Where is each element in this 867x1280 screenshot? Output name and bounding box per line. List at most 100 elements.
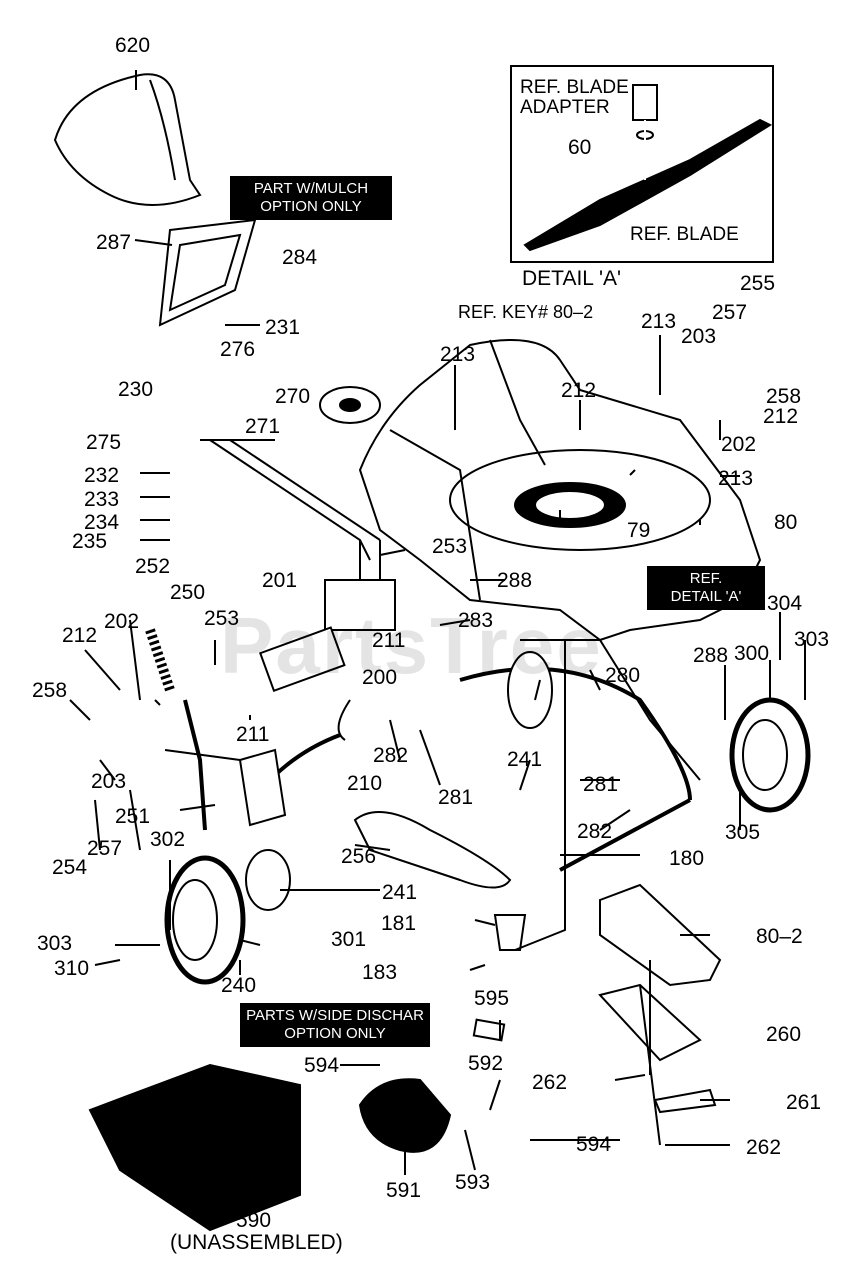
part-label: 595 — [474, 987, 510, 1010]
mulch-option-callout: PART W/MULCH OPTION ONLY — [230, 176, 392, 220]
part-label: 301 — [331, 928, 367, 951]
part-label: 80 — [774, 511, 798, 534]
part-label: 257 — [87, 837, 123, 860]
ref-blade-adapter-label-1: REF. BLADE — [520, 77, 629, 98]
part-label: 79 — [627, 519, 651, 542]
plate-80-2-shape — [599, 883, 722, 987]
ref-detail-line-1: REF. — [689, 570, 723, 587]
part-label: 211 — [236, 723, 270, 746]
part-label: 203 — [681, 325, 717, 348]
blade-detail — [523, 84, 773, 252]
part-label: 183 — [362, 961, 398, 984]
part-label: 590 — [236, 1209, 272, 1232]
part-255-label: 255 — [740, 272, 776, 295]
mulch-door-shape — [158, 218, 257, 327]
detail-a-frame — [510, 65, 774, 263]
part-label: 283 — [458, 609, 494, 632]
part-label: 202 — [104, 610, 140, 633]
part-label: 592 — [468, 1052, 504, 1075]
part-label: 250 — [170, 581, 206, 604]
part-label: 253 — [432, 535, 468, 558]
detail-a-title: DETAIL 'A' — [522, 267, 622, 290]
part-label: 210 — [347, 772, 383, 795]
part-label: 241 — [382, 881, 418, 904]
part-label: 262 — [532, 1071, 568, 1094]
part-label: 287 — [96, 231, 132, 254]
ref-detail-a-callout: REF. DETAIL 'A' — [647, 566, 765, 610]
mulch-option-line-2: OPTION ONLY — [260, 198, 362, 215]
part-label: 591 — [386, 1179, 422, 1202]
part-label: 200 — [362, 666, 398, 689]
part-60-label: 60 — [568, 136, 592, 159]
part-label: 212 — [62, 624, 98, 647]
part-label: 251 — [115, 805, 151, 828]
side-chute-shape — [88, 1063, 301, 1232]
part-label: 281 — [438, 786, 474, 809]
part-label: 240 — [221, 974, 257, 997]
part-label: 304 — [767, 592, 803, 615]
part-label: 252 — [135, 555, 171, 578]
part-label: 232 — [84, 464, 120, 487]
side-discharge-callout: PARTS W/SIDE DISCHAR OPTION ONLY — [240, 1003, 430, 1047]
ref-key-label: REF. KEY# 80–2 — [458, 302, 594, 322]
part-label: 300 — [734, 642, 770, 665]
part-label: 282 — [577, 820, 613, 843]
part-label: 281 — [583, 773, 619, 796]
part-label: 270 — [275, 385, 311, 408]
part-label: 211 — [372, 629, 406, 652]
part-label: 262 — [746, 1136, 782, 1159]
part-label: 261 — [786, 1091, 822, 1114]
part-label: 310 — [54, 957, 90, 980]
part-label: 620 — [115, 34, 151, 57]
part-label: 305 — [725, 821, 761, 844]
part-label: 212 — [763, 405, 799, 428]
part-label: 280 — [605, 664, 641, 687]
side-discharge-line-2: OPTION ONLY — [284, 1025, 386, 1042]
mulch-plug-shape — [53, 73, 202, 206]
part-label: 260 — [766, 1023, 802, 1046]
part-label: 235 — [72, 530, 108, 553]
part-label: 271 — [245, 415, 281, 438]
part-label: 594 — [576, 1133, 612, 1156]
part-label: 80–2 — [756, 925, 803, 948]
part-label: 258 — [766, 385, 802, 408]
part-label: 303 — [794, 628, 830, 651]
part-label: 181 — [381, 912, 417, 935]
part-label: 212 — [561, 379, 597, 402]
part-label: 180 — [669, 847, 705, 870]
part-label: 254 — [52, 856, 88, 879]
part-label: 233 — [84, 488, 120, 511]
part-label: 213 — [718, 467, 754, 490]
part-label: 256 — [341, 845, 377, 868]
part-label: 213 — [641, 310, 677, 333]
part-label: 213 — [440, 343, 476, 366]
mulch-option-line-1: PART W/MULCH — [253, 180, 369, 197]
part-label: 288 — [497, 569, 533, 592]
part-label: 230 — [118, 378, 154, 401]
ref-blade-adapter-label-2: ADAPTER — [520, 97, 610, 118]
part-label: 201 — [262, 569, 298, 592]
part-label: 231 — [265, 316, 301, 339]
ref-blade-label: REF. BLADE — [630, 224, 739, 245]
part-label: 203 — [91, 770, 127, 793]
part-label: 234 — [84, 511, 120, 534]
part-label: 276 — [220, 338, 256, 361]
part-label: 288 — [693, 644, 729, 667]
transmission-shape — [324, 579, 396, 631]
watermark: PartsTree — [220, 601, 603, 690]
part-label: 302 — [150, 828, 186, 851]
unassembled-label: (UNASSEMBLED) — [170, 1231, 343, 1254]
part-label: 202 — [721, 433, 757, 456]
ref-detail-line-2: DETAIL 'A' — [670, 588, 742, 605]
part-label: 282 — [373, 744, 409, 767]
part-label: 593 — [455, 1171, 491, 1194]
part-label: 257 — [712, 301, 748, 324]
side-discharge-line-1: PARTS W/SIDE DISCHAR — [246, 1007, 424, 1024]
part-label: 253 — [204, 607, 240, 630]
part-label: 258 — [32, 679, 68, 702]
part-label: 303 — [37, 932, 73, 955]
part-label: 241 — [507, 748, 543, 771]
part-label: 594 — [304, 1054, 340, 1077]
